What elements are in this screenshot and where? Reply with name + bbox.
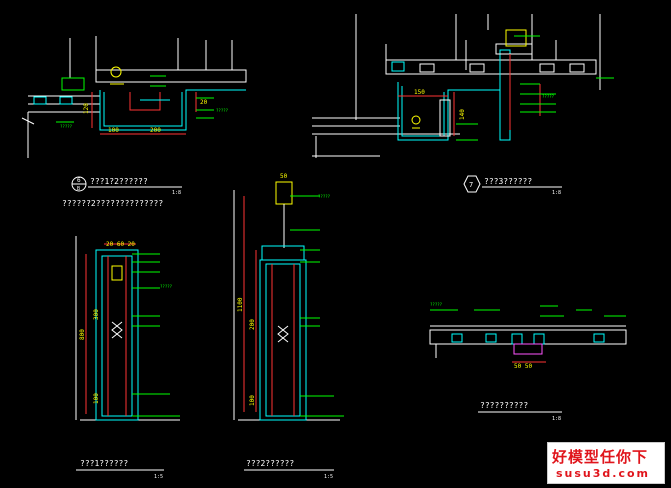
watermark-logo: 好模型任你下 susu3d.com (547, 442, 665, 484)
d6-dim-w2: 200 (150, 127, 161, 134)
d6-subtitle: ??????2?????????????? (62, 199, 163, 208)
d6-dim-w1: 100 (108, 127, 119, 134)
d3-scale: 1:8 (552, 416, 561, 422)
detail-2-drawing (233, 181, 344, 421)
d6-sheet: B (77, 186, 80, 192)
leader-label: ????? (542, 94, 555, 99)
leader-label: ????? (430, 302, 443, 307)
leader-label: ????? (160, 284, 173, 289)
d2-dim-h2: 200 (249, 319, 256, 330)
d2-dim-h: 1100 (237, 297, 244, 312)
d7-dim-h: 140 (459, 109, 466, 120)
detail-1-drawing (75, 236, 180, 421)
d6-scale: 1:8 (172, 190, 181, 196)
watermark-url: susu3d.com (556, 467, 651, 480)
d7-title: ???3?????? (484, 177, 532, 186)
d1-dim-top: 20 60 20 (106, 241, 135, 248)
detail-7-drawing (312, 14, 614, 158)
leader-label: ????? (216, 108, 229, 113)
d3-dim-w: 50 50 (514, 363, 532, 370)
d1-dim-h3: 100 (93, 393, 100, 404)
d2-title: ???2?????? (246, 459, 294, 468)
d2-scale: 1:5 (324, 474, 333, 480)
d1-dim-h: 800 (79, 329, 86, 340)
d1-dim-h2: 300 (93, 309, 100, 320)
detail-7-callout (463, 175, 481, 193)
d6-dim-h: 120 (83, 103, 90, 114)
d6-title: ???1?2?????? (90, 177, 148, 186)
detail-6-drawing (21, 36, 247, 158)
d3-title: ?????????? (480, 401, 528, 410)
leader-label: ????? (60, 124, 73, 129)
d2-dim-top: 50 (280, 173, 288, 180)
d7-number: 7 (469, 181, 473, 189)
d1-scale: 1:5 (154, 474, 163, 480)
detail-3-drawing (429, 305, 627, 363)
d7-scale: 1:8 (552, 190, 561, 196)
d7-dim-w: 150 (414, 89, 425, 96)
d2-dim-h3: 100 (249, 395, 256, 406)
d1-title: ???1?????? (80, 459, 128, 468)
watermark-brand: 好模型任你下 (552, 448, 649, 466)
leader-label: ????? (318, 194, 331, 199)
d6-number: 6 (77, 177, 81, 184)
d6-dim-h2: 20 (200, 99, 208, 106)
